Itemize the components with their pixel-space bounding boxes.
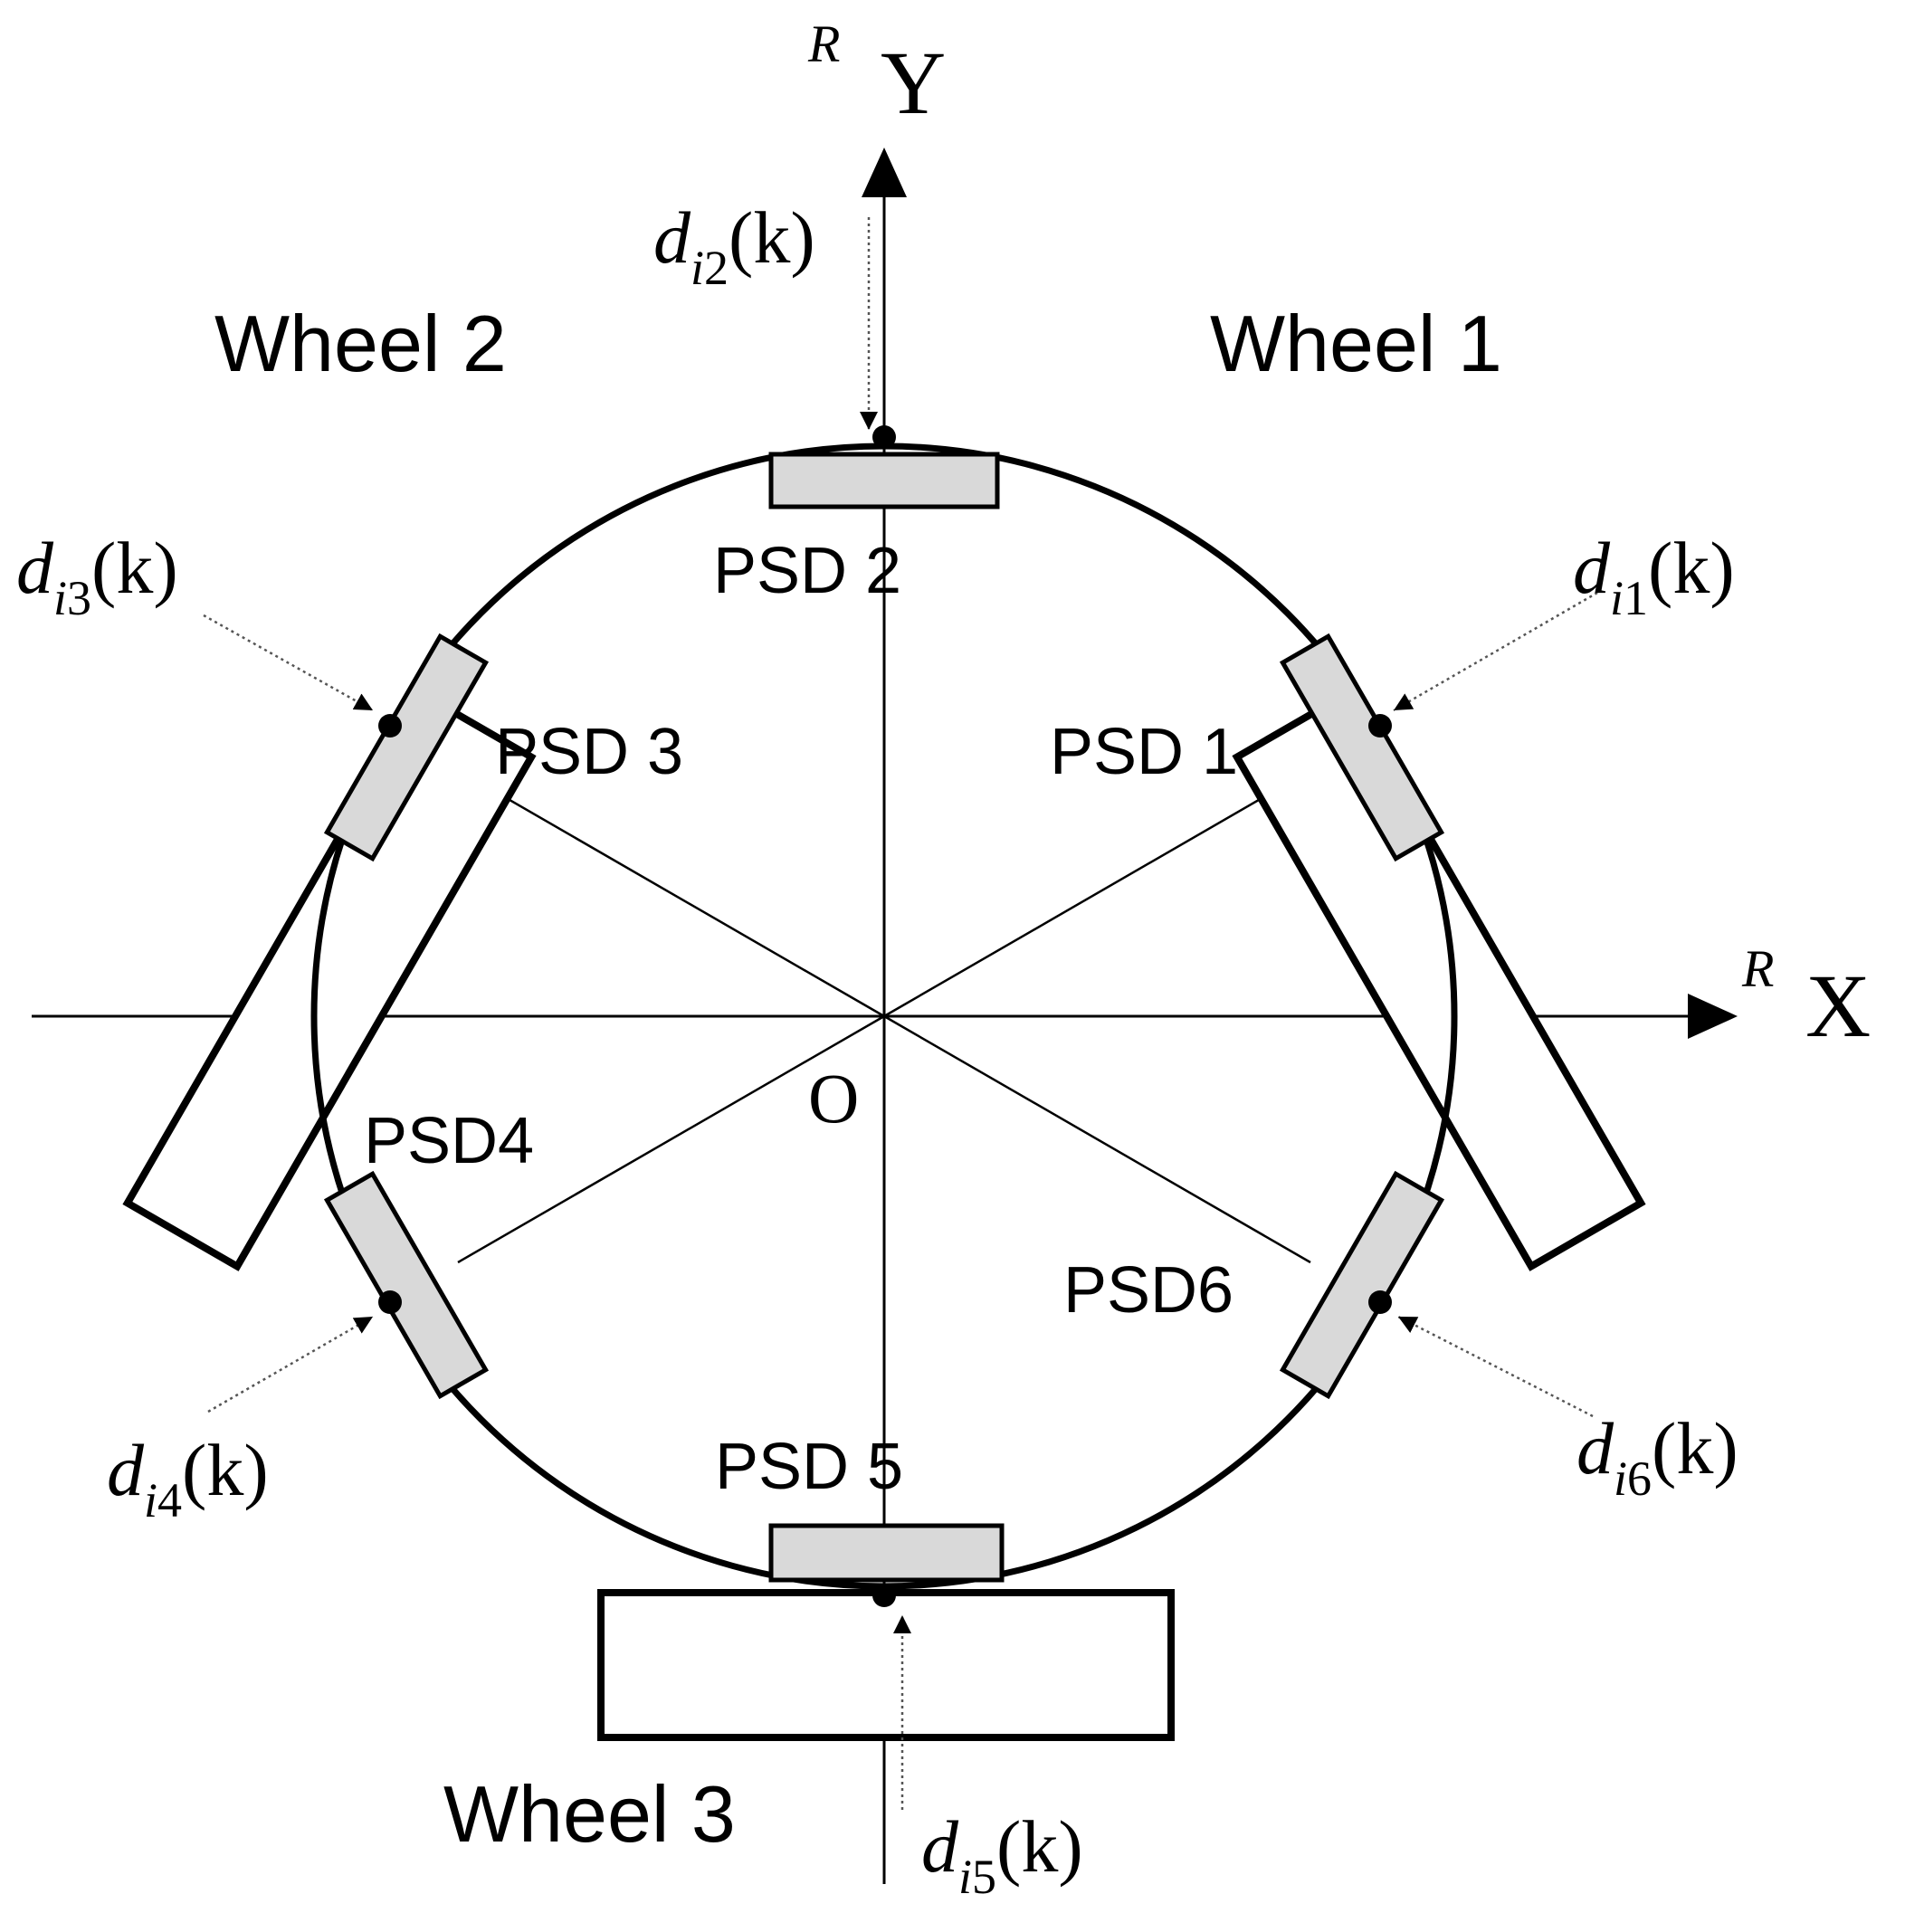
measure-point-2 — [872, 425, 896, 449]
wheel-2 — [122, 689, 537, 1271]
distance-arrow-4 — [207, 1315, 374, 1413]
radial-line-psd6 — [883, 1014, 1311, 1264]
origin-label: O — [808, 1059, 859, 1137]
psd-5-label: PSD 5 — [715, 1431, 903, 1503]
psd-4-sensor — [323, 1170, 490, 1400]
distance-label-3: di3(k) — [16, 527, 178, 625]
distance-label-4: di4(k) — [107, 1429, 269, 1528]
measure-point-6 — [1368, 1290, 1392, 1314]
measure-point-1 — [1368, 714, 1392, 738]
x-axis-arrowhead — [1688, 994, 1738, 1039]
radial-line-psd3 — [457, 768, 885, 1018]
psd-1-label: PSD 1 — [1050, 716, 1238, 788]
y-axis-superscript: R — [807, 14, 840, 73]
psd-4-label: PSD4 — [364, 1105, 534, 1177]
distance-label-1: di1(k) — [1573, 527, 1735, 625]
wheel-1-label: Wheel 1 — [1210, 299, 1502, 388]
distance-arrow-1 — [1393, 591, 1598, 712]
psd-2-label: PSD 2 — [713, 535, 901, 607]
x-axis-label: X — [1805, 956, 1871, 1056]
psd-5-sensor — [768, 1523, 1005, 1583]
wheel-1 — [1232, 689, 1646, 1271]
radial-line-psd1 — [883, 768, 1311, 1018]
measure-point-5 — [872, 1584, 896, 1607]
wheel-3-label: Wheel 3 — [443, 1769, 736, 1859]
distance-arrow-6 — [1397, 1315, 1594, 1418]
x-axis-superscript: R — [1741, 939, 1774, 998]
distance-label-6: di6(k) — [1576, 1407, 1738, 1506]
measure-point-3 — [378, 714, 402, 738]
y-axis-label: Y — [881, 33, 946, 133]
psd-2-sensor — [768, 452, 1000, 509]
distance-label-5: di5(k) — [921, 1805, 1083, 1904]
psd-3-label: PSD 3 — [495, 716, 683, 788]
y-axis-arrowhead — [862, 148, 907, 197]
distance-label-2: di2(k) — [653, 196, 815, 295]
wheel-2-label: Wheel 2 — [214, 299, 507, 388]
distance-arrow-3 — [203, 614, 374, 712]
wheel-3 — [597, 1589, 1175, 1741]
radial-line-psd4 — [457, 1014, 885, 1264]
psd-6-label: PSD6 — [1063, 1254, 1233, 1327]
measure-point-4 — [378, 1290, 402, 1314]
psd-6-sensor — [1279, 1170, 1445, 1400]
